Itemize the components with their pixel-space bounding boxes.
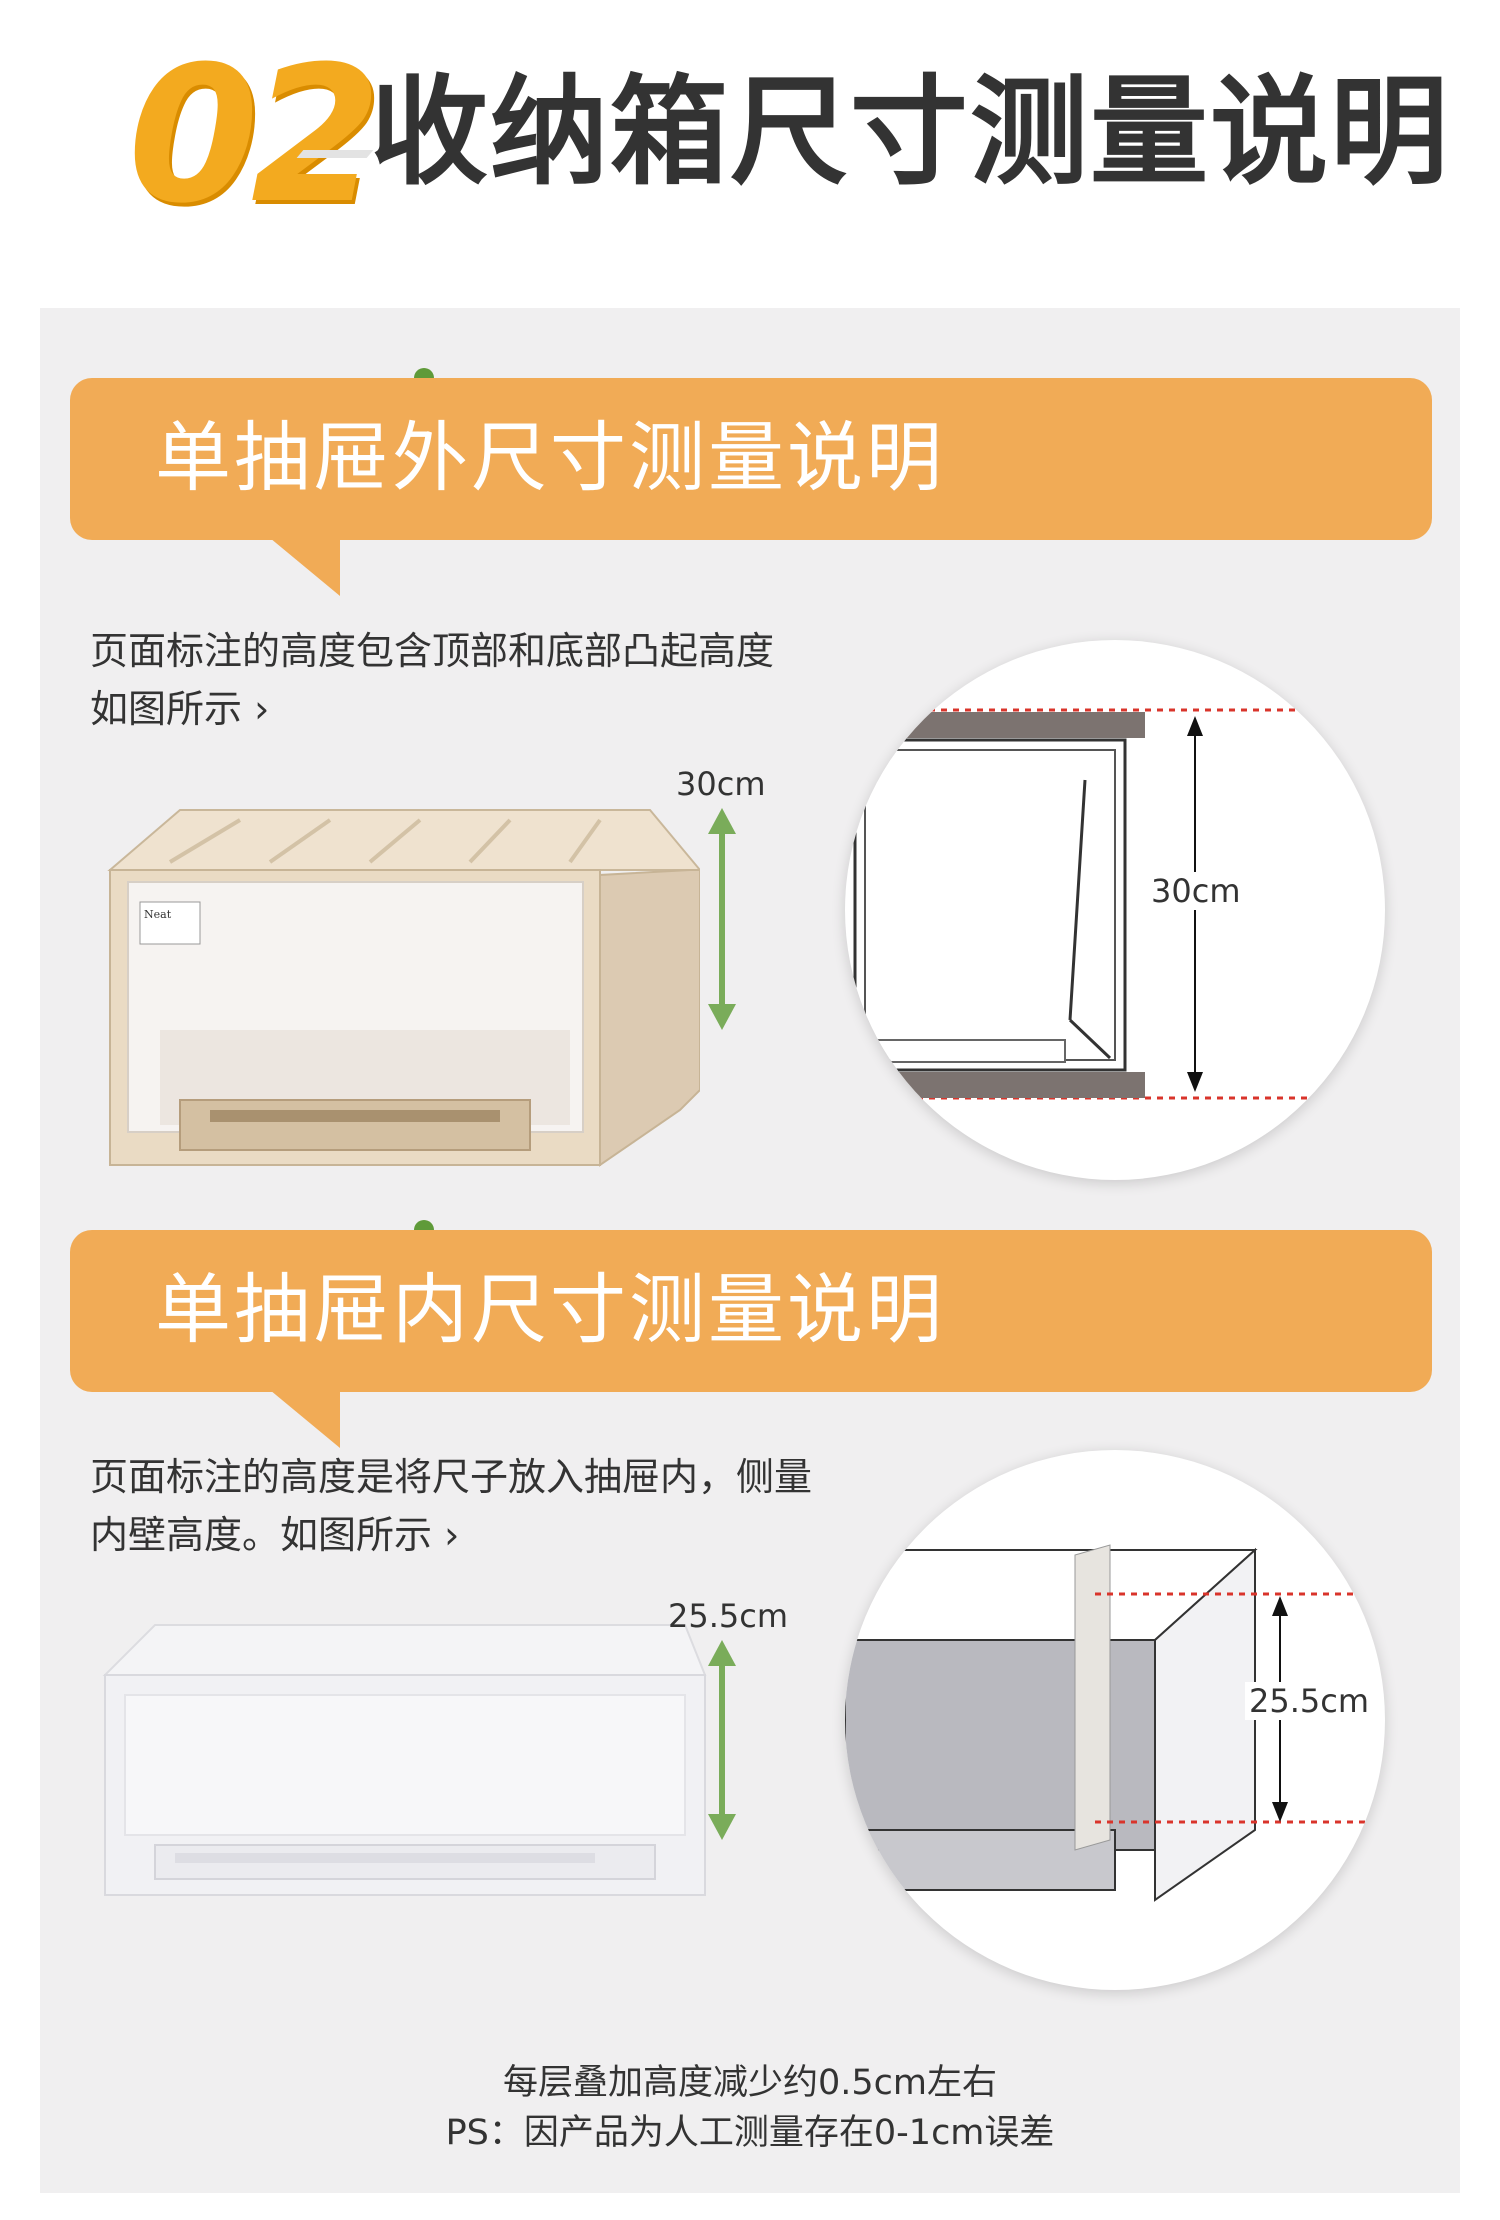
banner-inner <box>70 1230 1432 1392</box>
inner-zoom-detail <box>845 1544 1375 1902</box>
inner-description-line2: 内壁高度。如图所示 › <box>90 1513 460 1557</box>
outer-zoom-height-label: 30cm <box>1147 872 1245 910</box>
header-slash-decoration <box>296 150 374 158</box>
drawer-label-text: Neat <box>144 908 172 921</box>
footer-line1: 每层叠加高度减少约0.5cm左右 <box>502 2063 997 2103</box>
page-title: 收纳箱尺寸测量说明 <box>370 63 1451 201</box>
outer-height-label: 30cm <box>676 765 766 803</box>
inner-drawer-illustration <box>102 1624 707 1896</box>
outer-height-arrow <box>708 808 736 1030</box>
outer-description-line2: 如图所示 › <box>90 687 270 731</box>
outer-zoom-circle <box>845 640 1385 1180</box>
section-number: 02 <box>128 26 382 245</box>
banner-outer <box>70 378 1432 540</box>
banner-tail-outer <box>270 538 340 596</box>
outer-description: 页面标注的高度包含顶部和底部凸起高度 如图所示 › <box>90 622 774 738</box>
inner-zoom-circle <box>845 1450 1385 1990</box>
banner-outer-title: 单抽屉外尺寸测量说明 <box>155 413 945 502</box>
footer-line2: PS：因产品为人工测量存在0-1cm误差 <box>445 2113 1055 2153</box>
inner-zoom-height-label: 25.5cm <box>1245 1682 1374 1720</box>
inner-height-label: 25.5cm <box>668 1597 789 1635</box>
outer-zoom-detail <box>845 708 1345 1100</box>
inner-description-line1: 页面标注的高度是将尺子放入抽屉内，侧量 <box>90 1455 813 1499</box>
banner-inner-title: 单抽屉内尺寸测量说明 <box>155 1265 945 1354</box>
outer-drawer-illustration: Neat <box>107 809 700 1167</box>
inner-height-arrow <box>708 1640 736 1840</box>
banner-tail-inner <box>270 1390 340 1448</box>
outer-description-line1: 页面标注的高度包含顶部和底部凸起高度 <box>90 629 775 673</box>
footer-notes: 每层叠加高度减少约0.5cm左右 PS：因产品为人工测量存在0-1cm误差 <box>40 2058 1460 2158</box>
inner-description: 页面标注的高度是将尺子放入抽屉内，侧量 内壁高度。如图所示 › <box>90 1448 812 1564</box>
